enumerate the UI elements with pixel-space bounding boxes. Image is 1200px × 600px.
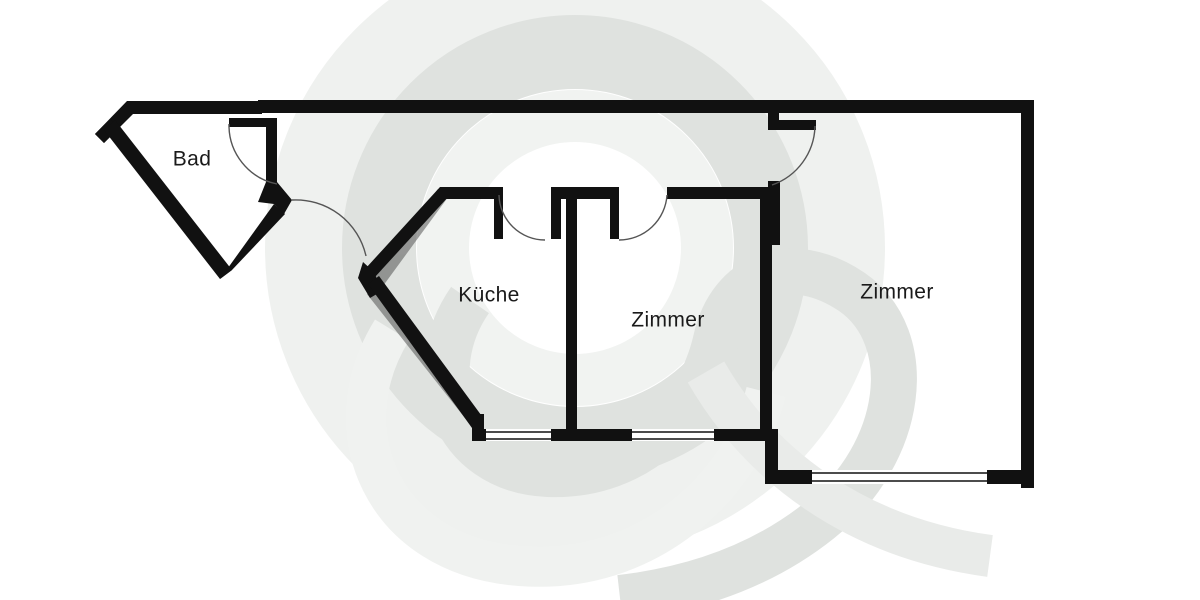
room-label-bad: Bad <box>173 148 212 171</box>
door-arc-zimmer-rechts <box>771 125 816 186</box>
room-label-zimmer-rechts: Zimmer <box>860 281 934 304</box>
wall-kueche-top-left <box>440 187 500 199</box>
room-label-kueche: Küche <box>458 284 520 307</box>
windows-layer <box>486 429 987 484</box>
room-labels-layer: Bad Küche Zimmer Zimmer <box>173 148 934 332</box>
wall-middle-pier-jamb-right <box>610 187 619 239</box>
wall-bad-upper-left <box>95 101 262 143</box>
wall-zimmer-mitte-top-right <box>667 187 767 199</box>
window-zimmer-rechts <box>812 470 987 484</box>
wall-bottom-center-b <box>549 429 634 441</box>
wall-right-zimmer-door-head <box>768 120 816 130</box>
wall-bad-lower-left <box>104 120 232 279</box>
wall-bad-door-head <box>229 118 277 127</box>
wall-right-zimmer-bottom-right <box>985 470 1034 484</box>
door-arc-kueche <box>498 194 546 241</box>
wall-zimmer-mitte-right <box>760 187 772 439</box>
door-arc-zimmer-mitte <box>618 194 668 241</box>
wall-bad-lower-right <box>220 204 285 279</box>
wall-right-zimmer-jamb-upper <box>768 100 779 126</box>
door-arc-bad <box>228 123 278 185</box>
wall-middle-pier-head <box>551 187 619 199</box>
wall-right-zimmer-jamb-lower <box>768 181 780 245</box>
wall-partition-center <box>566 187 577 439</box>
wall-bottom-center-a <box>472 429 488 441</box>
wall-middle-pier-jamb-left <box>551 187 561 239</box>
window-zimmer-mitte <box>632 429 714 441</box>
walls-layer <box>95 100 1034 488</box>
wall-right-exterior <box>1021 100 1034 488</box>
wall-right-zimmer-left-lower <box>765 429 778 484</box>
door-arcs-layer <box>228 123 816 257</box>
wall-top-exterior <box>258 100 1034 113</box>
wall-entry-diagonal-lower <box>368 276 484 428</box>
window-kueche <box>486 429 551 441</box>
wall-kueche-door-jamb-left <box>494 187 503 239</box>
wall-bad-door-jamb <box>266 118 277 186</box>
wall-entry-diagonal-upper <box>366 187 449 277</box>
wall-bad-notch <box>258 182 292 214</box>
door-arc-entry <box>291 199 367 257</box>
wall-bottom-center-c <box>713 429 772 441</box>
room-label-zimmer-mitte: Zimmer <box>631 309 705 332</box>
